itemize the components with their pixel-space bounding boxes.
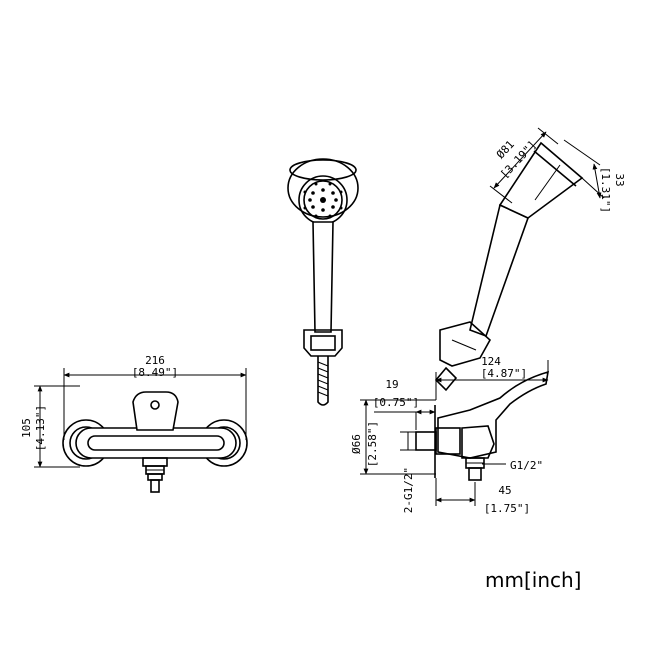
- width-in: [8.49"]: [132, 366, 178, 379]
- width-mm: 216: [145, 354, 165, 367]
- wall-mm: 19: [385, 378, 398, 391]
- head-depth-dimension: 33 [1.31"]: [563, 139, 626, 213]
- width-dimension: 216 [8.49"]: [63, 354, 247, 440]
- hand-shower-front: [287, 158, 359, 406]
- wall-in: [0.75"]: [373, 396, 419, 409]
- outlet-label: G1/2": [510, 459, 543, 472]
- height-in: [4.13"]: [34, 405, 47, 451]
- unit-label: mm[inch]: [485, 568, 582, 592]
- front-view-mixer: [62, 391, 248, 493]
- reach-mm: 124: [481, 355, 501, 368]
- head-depth-mm: 33: [613, 173, 626, 186]
- outlet-offset-dimension: 45 [1.75"]: [435, 478, 530, 515]
- head-depth-in: [1.31"]: [599, 167, 612, 213]
- outlet-dimension: G1/2": [482, 459, 543, 472]
- body-diameter-dimension: Ø66 [2.58"]: [350, 399, 436, 475]
- height-dimension: 105 [4.13"]: [20, 385, 80, 468]
- height-mm: 105: [20, 418, 33, 438]
- reach-in: [4.87"]: [481, 367, 527, 380]
- inlet-label: 2-G1/2": [402, 467, 415, 513]
- body-dia-in: [2.58"]: [366, 421, 379, 467]
- inlet-dimension: 2-G1/2": [400, 431, 416, 513]
- reach-dimension: 124 [4.87"]: [435, 355, 549, 400]
- body-dia-mm: Ø66: [350, 434, 363, 454]
- wall-depth-dimension: 19 [0.75"]: [373, 378, 436, 430]
- outlet-offset-mm: 45: [498, 484, 511, 497]
- outlet-offset-in: [1.75"]: [484, 502, 530, 515]
